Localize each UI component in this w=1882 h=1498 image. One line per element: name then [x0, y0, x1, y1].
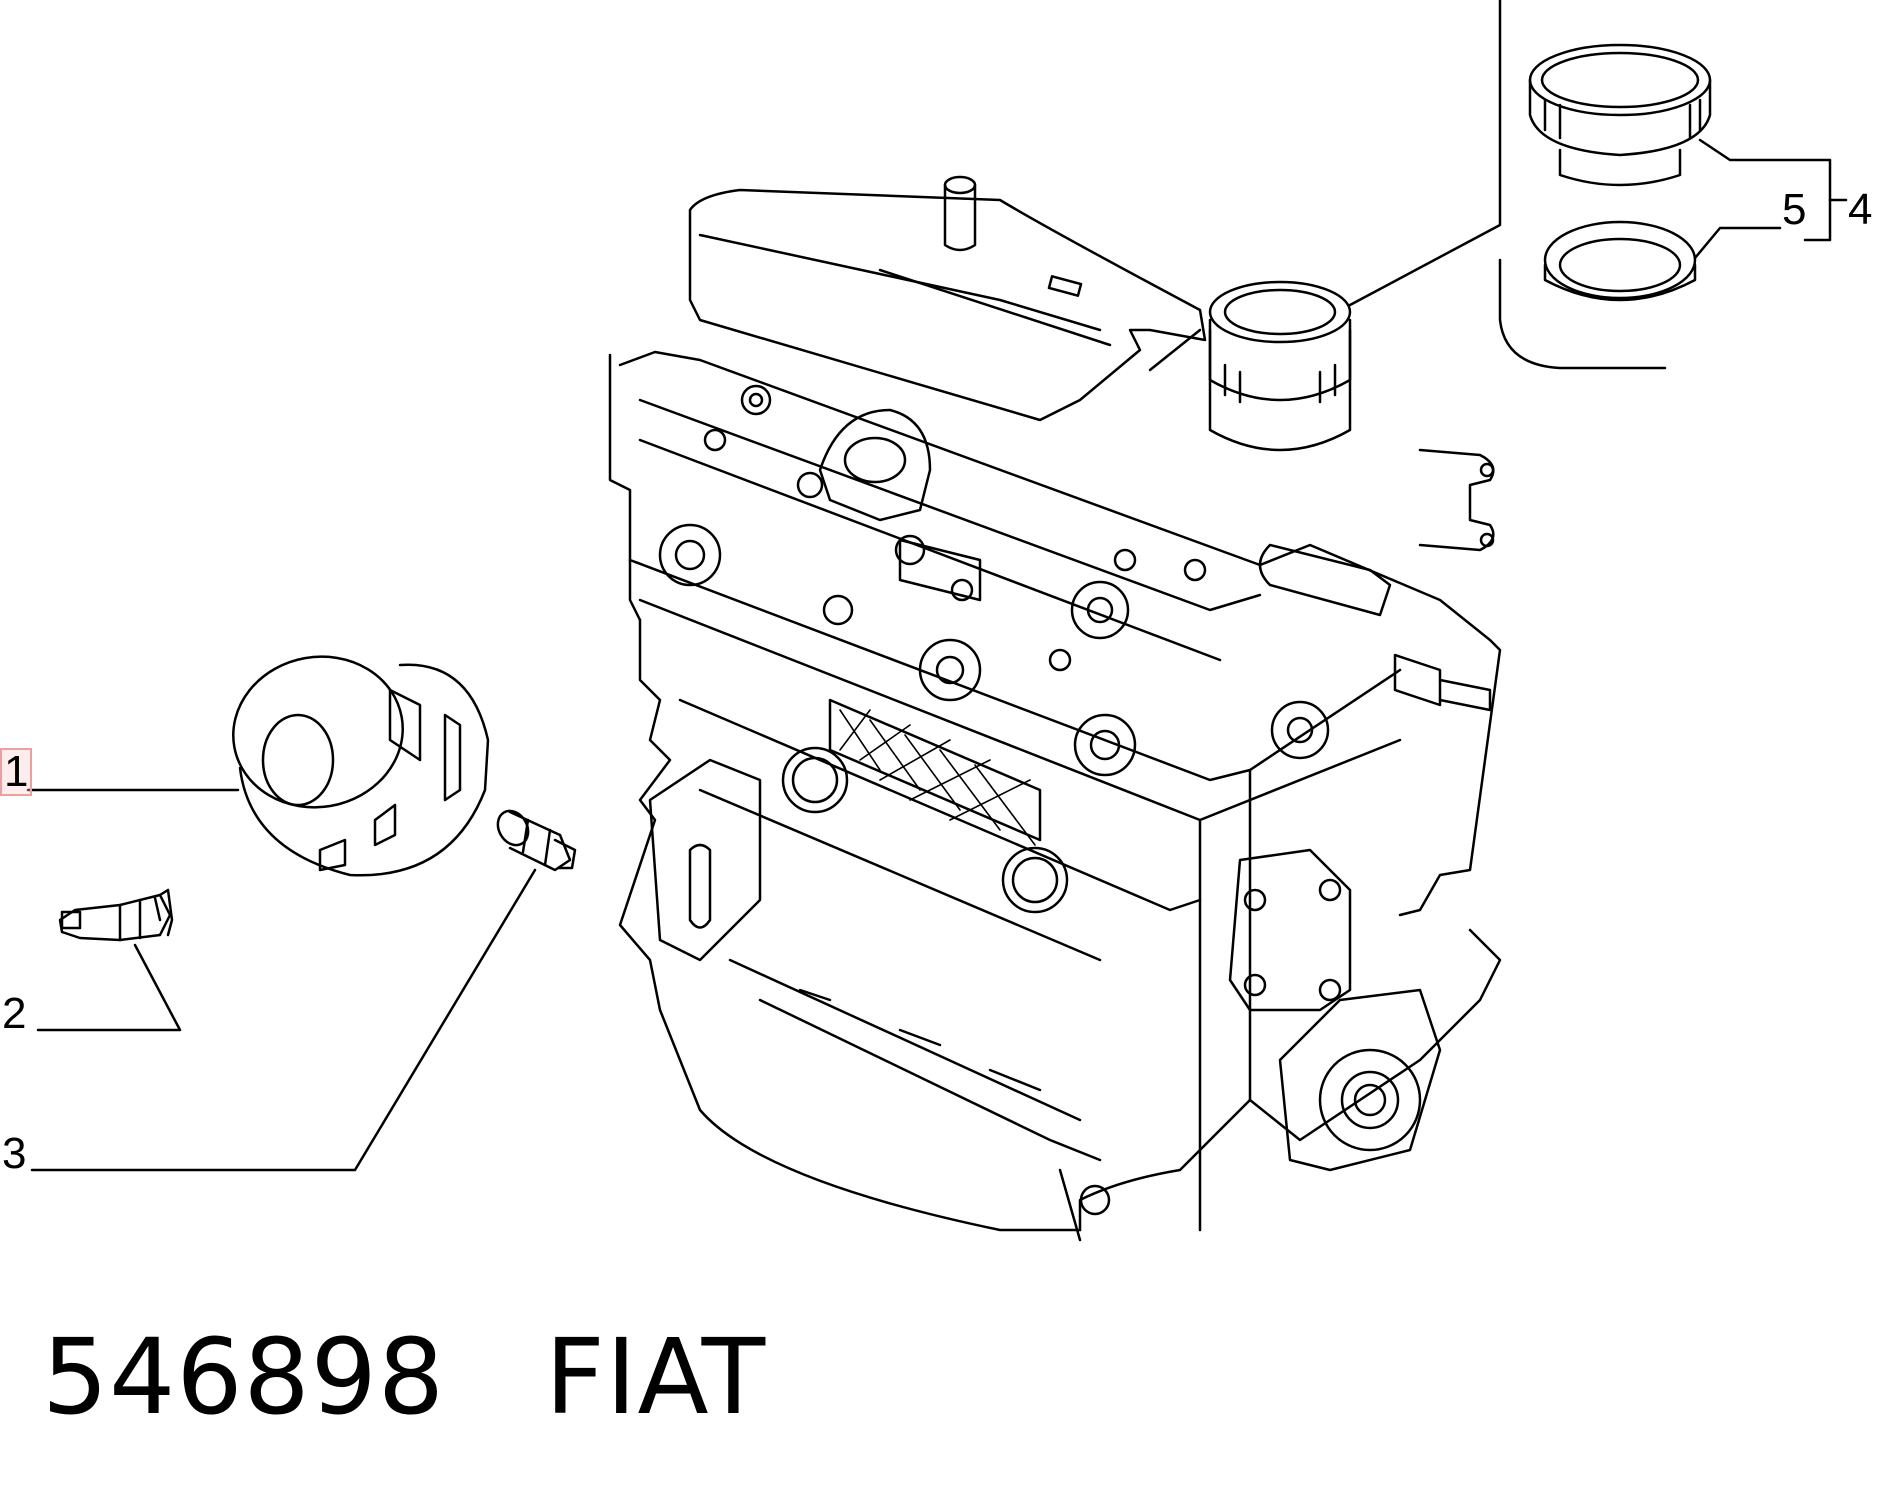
drain-plug [496, 809, 577, 872]
callout-1: 1 [0, 747, 33, 796]
callout-5: 5 [1782, 185, 1807, 234]
engine-block-drawing [608, 175, 1502, 1242]
callout-2: 2 [2, 989, 27, 1038]
callout-3: 3 [2, 1129, 27, 1178]
brand-name: FIAT [545, 1316, 767, 1438]
filler-cap-seal [1543, 220, 1697, 302]
callout-3-line [30, 868, 537, 1172]
part-caption: 546898 FIAT [42, 1316, 766, 1438]
oil-filter [232, 655, 490, 877]
callout-2-line [36, 943, 182, 1032]
callout-5-line [1693, 226, 1782, 260]
oil-filler-cap [1528, 43, 1712, 187]
callout-4-line [1698, 138, 1832, 242]
part-number: 546898 [42, 1316, 446, 1438]
callout-4: 4 [1848, 185, 1873, 234]
inset-leader-line [1348, 0, 1502, 307]
inset-frame-line [1498, 258, 1667, 370]
oil-pressure-switch [58, 888, 174, 942]
